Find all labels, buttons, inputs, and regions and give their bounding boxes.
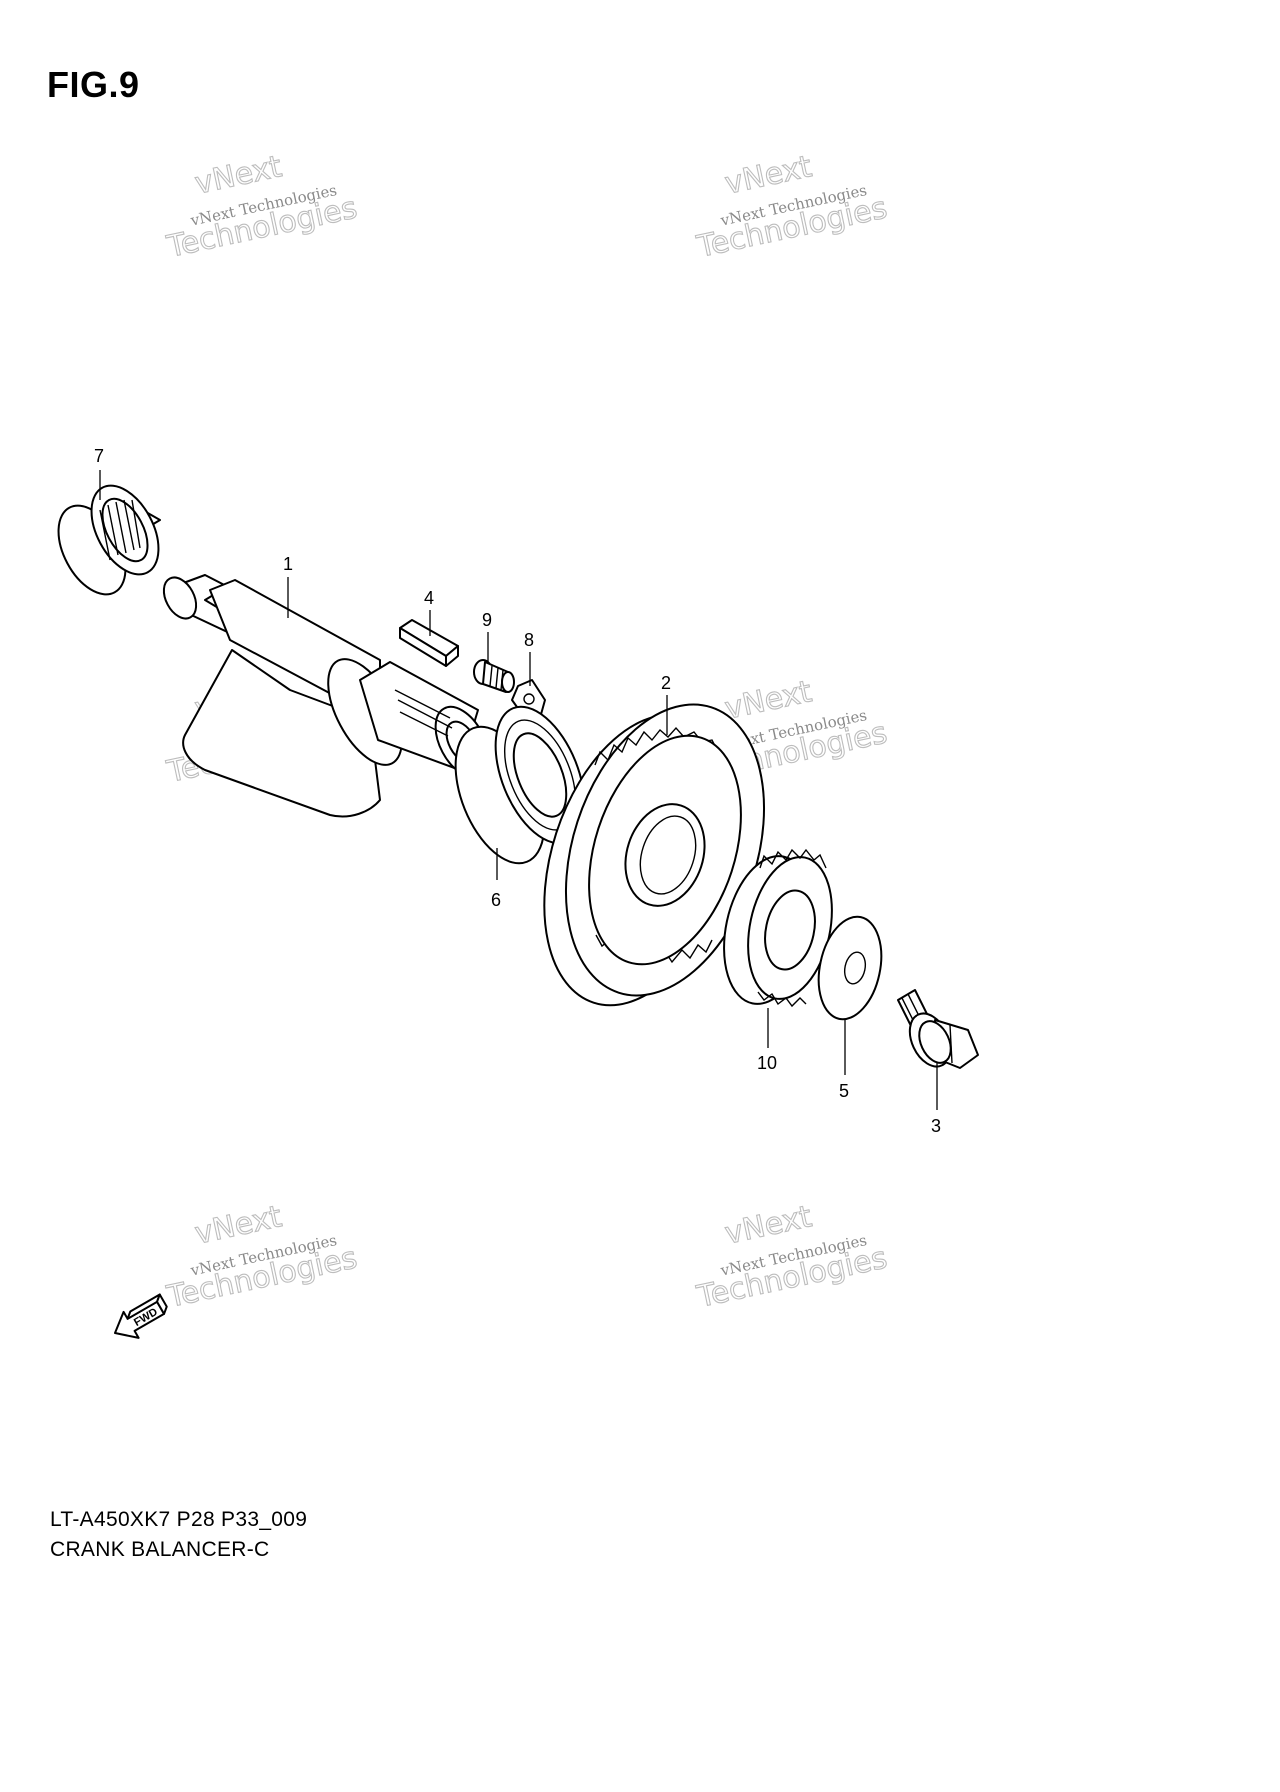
needle-bearing-part-7 — [57, 484, 161, 596]
key-part-4 — [399, 619, 459, 667]
callout-6: 6 — [491, 890, 501, 910]
watermark: vNext vNext Technologies Technologies — [163, 1199, 361, 1316]
ball-bearing-part-6 — [454, 705, 586, 865]
callout-3: 3 — [931, 1116, 941, 1136]
forward-arrow-icon: FWD — [114, 1293, 168, 1339]
callout-1: 1 — [283, 554, 293, 574]
callout-leaders — [99, 470, 938, 1110]
callout-8: 8 — [524, 630, 534, 650]
callout-4: 4 — [424, 588, 434, 608]
figure-name: CRANK BALANCER-C — [50, 1538, 270, 1561]
small-gear-part-10 — [723, 848, 833, 1008]
figure-title: FIG.9 — [47, 64, 140, 105]
watermark: vNext vNext Technologies Technologies — [693, 1199, 891, 1316]
flange-bolt-part-3 — [897, 989, 979, 1069]
callout-2: 2 — [661, 673, 671, 693]
figure-code: LT-A450XK7 P28 P33_009 — [50, 1508, 308, 1531]
callout-9: 9 — [482, 610, 492, 630]
callout-10: 10 — [757, 1053, 777, 1073]
callout-7: 7 — [94, 446, 104, 466]
balancer-shaft-part-1 — [162, 574, 490, 818]
callout-5: 5 — [839, 1081, 849, 1101]
watermark: vNext vNext Technologies Technologies — [163, 149, 361, 266]
driven-gear-part-2 — [543, 703, 766, 1007]
washer-part-5 — [817, 915, 883, 1021]
screw-part-9 — [473, 659, 515, 693]
watermark: vNext vNext Technologies Technologies — [693, 149, 891, 266]
